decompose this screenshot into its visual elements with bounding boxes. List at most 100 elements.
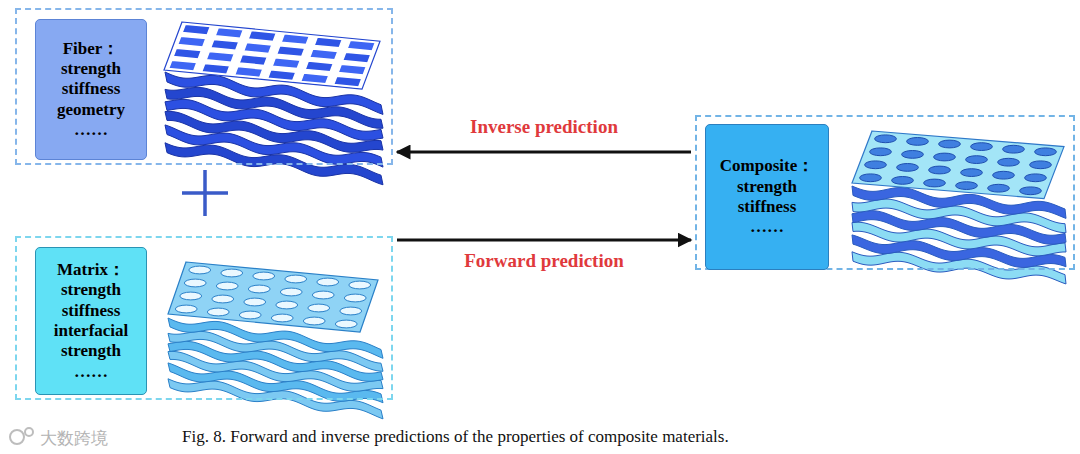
box-heading: Composite：: [720, 156, 814, 176]
matrix-surface: [244, 298, 266, 306]
matrix-surface: [175, 305, 197, 313]
composite-surface: [998, 158, 1020, 166]
fiber-weave: [206, 51, 234, 62]
composite-surface: [852, 131, 1064, 199]
matrix-surface: [212, 295, 234, 303]
box-heading: Fiber：: [63, 39, 120, 59]
fiber-weave: [244, 43, 272, 54]
fiber-weave: [235, 67, 263, 78]
property-item: ……: [74, 362, 108, 382]
fiber-weave: [178, 36, 206, 47]
matrix-surface: [189, 266, 211, 274]
fiber-weave: [248, 31, 276, 42]
composite-surface: [971, 143, 993, 151]
edge-label: Forward prediction: [461, 250, 627, 272]
watermark-icon: [25, 428, 33, 436]
composite-surface: [956, 182, 978, 190]
matrix-surface: [239, 311, 261, 319]
property-item: strength: [737, 177, 797, 197]
fiber-weave: [305, 61, 333, 72]
matrix-surface: [221, 269, 243, 277]
matrix-surface: [253, 272, 275, 280]
edge-label: Inverse prediction: [467, 116, 621, 138]
property-item: stiffness: [62, 301, 121, 321]
fiber-weave: [239, 55, 267, 66]
group-frame: Composite：strengthstiffness……: [695, 115, 1075, 270]
matrix-surface: [271, 314, 293, 322]
property-box: Fiber：strengthstiffnessgeometry……: [35, 19, 147, 160]
composite-surface: [907, 138, 929, 146]
property-item: ……: [750, 217, 784, 237]
fiber-weave: [347, 40, 375, 51]
matrix-surface: [180, 292, 202, 300]
composite-surface: [993, 171, 1015, 179]
fiber-weave: [334, 76, 362, 87]
fiber-weave: [169, 60, 197, 71]
fiber-weave: [268, 70, 296, 81]
matrix-surface: [308, 304, 330, 312]
matrix-surface: [344, 294, 366, 302]
figure-caption: Fig. 8. Forward and inverse predictions …: [182, 427, 729, 447]
fiber-weave: [173, 48, 201, 59]
fiber-weave: [182, 24, 210, 35]
composite-surface: [1035, 148, 1057, 156]
fiber-weave: [281, 34, 309, 45]
property-box: Composite：strengthstiffness……: [705, 124, 829, 270]
property-box: Matrix：strengthstiffnessinterfacial stre…: [35, 247, 147, 395]
matrix-surface: [349, 281, 371, 289]
composite-surface: [875, 135, 897, 143]
composite-surface: [902, 151, 924, 159]
watermark-icon: [10, 430, 24, 444]
composite-surface: [1020, 187, 1042, 195]
composite-surface: [892, 177, 914, 185]
plus-symbol: [182, 170, 228, 216]
fiber-weave: [164, 22, 380, 89]
fiber-weave: [202, 63, 230, 74]
fiber-weave: [301, 73, 329, 84]
matrix-surface: [184, 279, 206, 287]
fiber-weave: [314, 37, 342, 48]
matrix-surface: [248, 285, 270, 293]
fiber-weave: [215, 27, 243, 38]
matrix-surface: [168, 262, 378, 332]
matrix-surface: [312, 291, 334, 299]
matrix-surface: [207, 308, 229, 316]
matrix-surface: [340, 307, 362, 315]
box-heading: Matrix：: [57, 260, 125, 280]
composite-surface: [865, 161, 887, 169]
fiber-weave: [211, 39, 239, 50]
matrix-surface: [285, 275, 307, 283]
fiber-weave: [277, 46, 305, 57]
matrix-surface: [280, 288, 302, 296]
fiber-weave: [272, 58, 300, 69]
property-item: stiffness: [62, 79, 121, 99]
prediction-arrow: [397, 239, 691, 242]
fiber-weave: [343, 52, 371, 63]
group-frame: Matrix：strengthstiffnessinterfacial stre…: [15, 236, 393, 400]
fiber-weave: [310, 49, 338, 60]
property-item: stiffness: [738, 197, 797, 217]
composite-surface: [934, 153, 956, 161]
matrix-surface: [216, 282, 238, 290]
composite-surface: [939, 140, 961, 148]
matrix-surface: [317, 278, 339, 286]
composite-surface: [897, 164, 919, 172]
property-item: strength: [61, 280, 121, 300]
composite-surface: [929, 166, 951, 174]
composite-surface: [1003, 145, 1025, 153]
matrix-surface: [276, 301, 298, 309]
prediction-arrow: [397, 151, 691, 154]
composite-surface: [1030, 161, 1052, 169]
property-item: strength: [61, 59, 121, 79]
composite-surface: [966, 156, 988, 164]
matrix-surface: [335, 320, 357, 328]
watermark: 大数跨境: [40, 427, 108, 450]
composite-surface: [988, 184, 1010, 192]
matrix-surface: [303, 317, 325, 325]
composite-surface: [924, 179, 946, 187]
composite-surface: [1025, 174, 1047, 182]
property-item: ……: [74, 120, 108, 140]
